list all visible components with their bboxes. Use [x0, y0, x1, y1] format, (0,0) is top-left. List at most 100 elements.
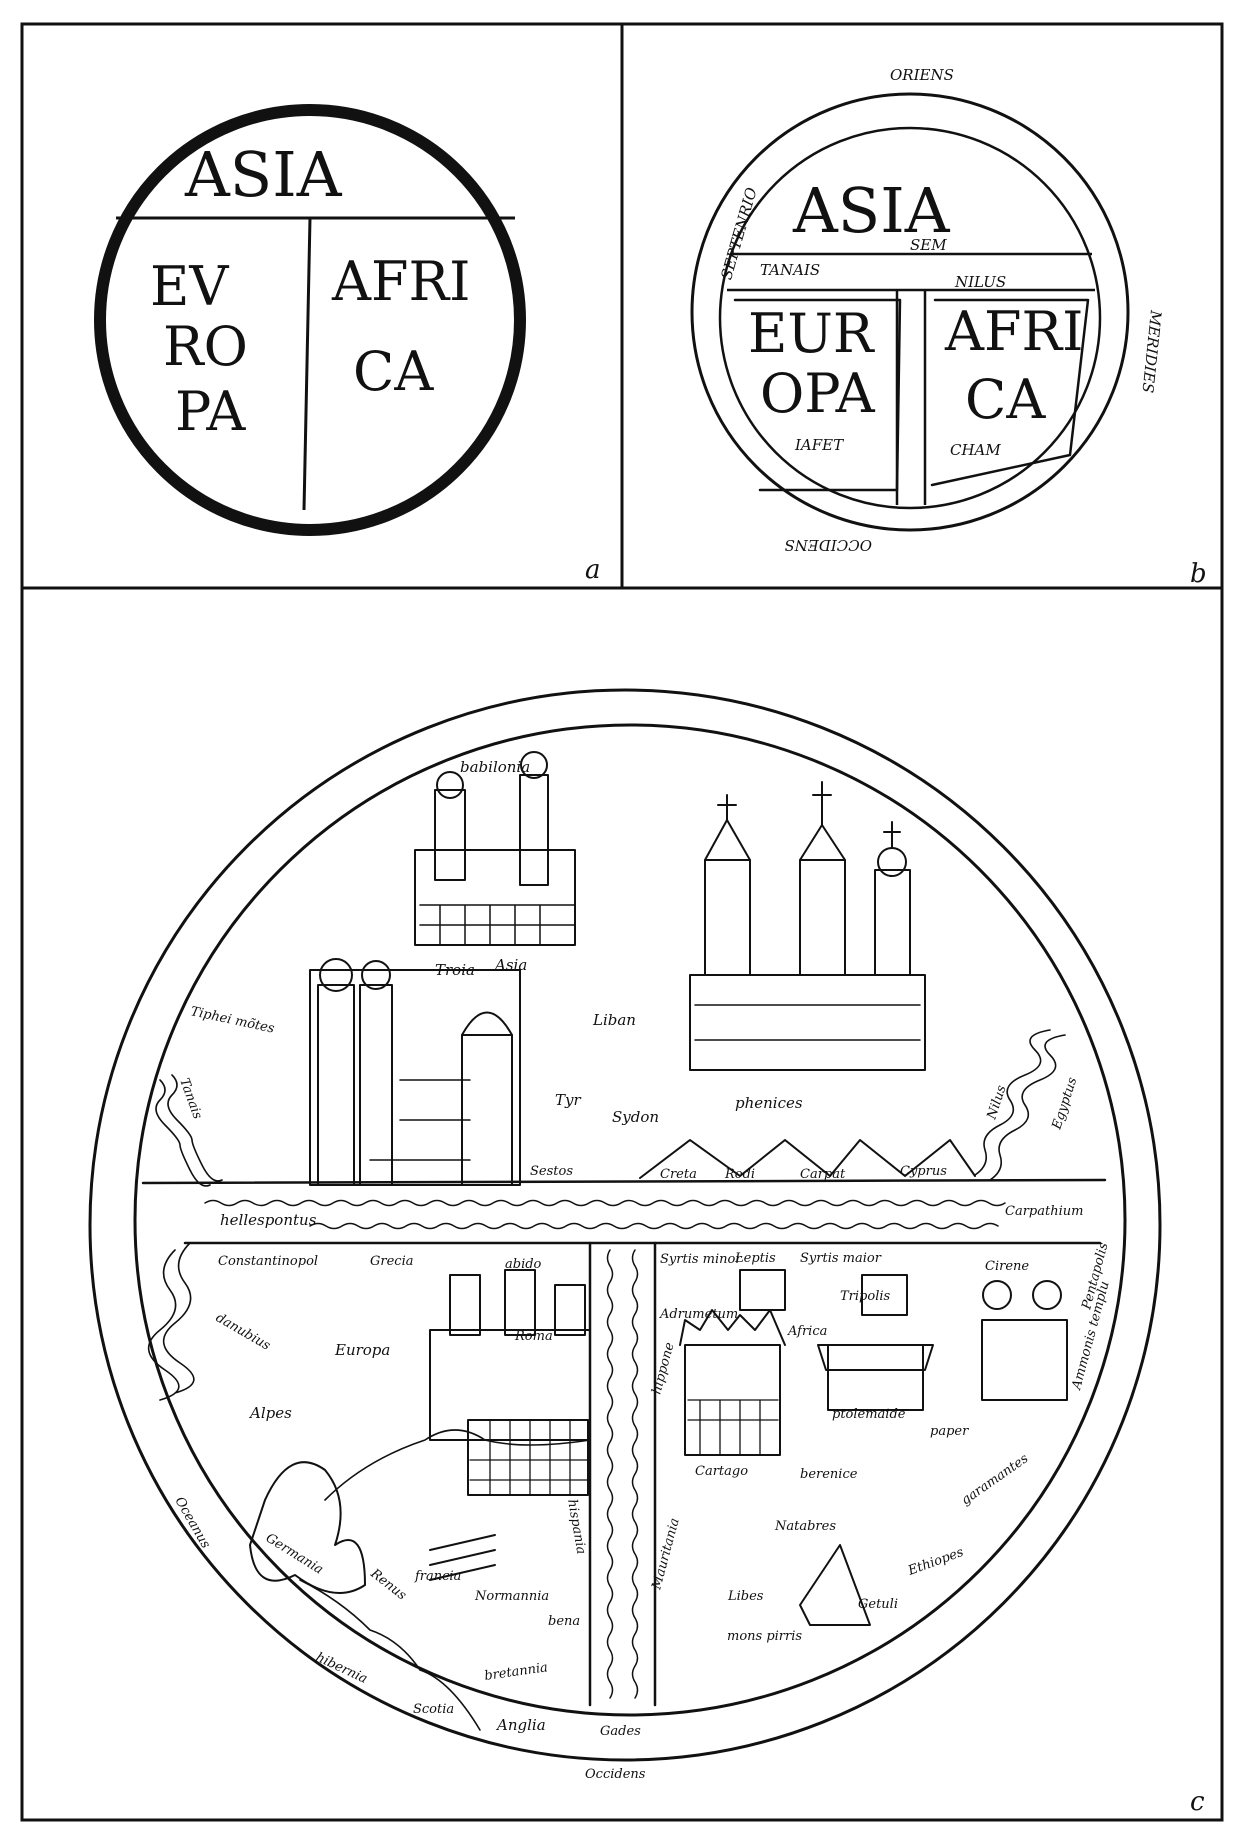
label-sydon: Sydon — [612, 1108, 659, 1126]
pirenei-mountains — [429, 1534, 496, 1581]
label-ptolemais: ptolemaide — [832, 1407, 906, 1422]
label-troia: Troia — [435, 961, 475, 979]
label-getuli: Getuli — [858, 1597, 898, 1612]
panel-b-tag: b — [1190, 559, 1207, 589]
panel-a-asia-label: ASIA — [184, 138, 343, 211]
label-bena: bena — [548, 1614, 580, 1629]
label-hibernia: hibernia — [313, 1650, 369, 1687]
label-hellespontus: hellespontus — [220, 1211, 317, 1229]
north-africa-buildings-icon — [739, 1269, 1068, 1411]
panel-a-europa-line3: PA — [175, 380, 246, 443]
label-germania: Germania — [263, 1531, 326, 1578]
mediterranean-band-top — [141, 1178, 1107, 1185]
label-syrtis-maior: Syrtis maior — [800, 1251, 882, 1266]
label-anglia: Anglia — [495, 1716, 546, 1734]
label-hippone: hippone — [649, 1341, 677, 1396]
label-leptis: Leptis — [734, 1251, 776, 1266]
label-rodi: Rodi — [724, 1167, 755, 1182]
panel-a-europa-line1: EV — [150, 255, 229, 318]
label-britannia: bretannia — [483, 1660, 548, 1684]
label-natabres: Natabres — [774, 1519, 836, 1534]
western-coast — [147, 1242, 195, 1401]
label-danubius: danubius — [213, 1310, 273, 1353]
mediterranean-wave-1 — [204, 1199, 1006, 1207]
panel-b-europa-box — [733, 298, 902, 492]
label-cyprus: Cyprus — [900, 1164, 947, 1179]
label-sestos: Sestos — [530, 1164, 573, 1179]
label-libanus: Liban — [592, 1011, 636, 1029]
panel-b-iafet-label: IAFET — [794, 436, 844, 454]
tanais-river — [155, 1074, 223, 1187]
panel-b-outer-ring — [690, 92, 1130, 532]
panel-b-occidens-label: OCCIDENS — [784, 536, 872, 554]
label-normannia: Normannia — [474, 1589, 549, 1604]
libya-mountain — [799, 1544, 871, 1626]
panel-a-vertical-bar — [302, 217, 312, 511]
label-occidens: Occidens — [585, 1767, 646, 1782]
panel-a-africa-line2: CA — [353, 340, 434, 403]
panel-b-europa-line1: EUR — [748, 302, 875, 365]
label-adrumetum: Adrumetum — [659, 1307, 738, 1322]
europe-coastline — [299, 1429, 591, 1731]
panel-a-africa-line1: AFRI — [331, 250, 470, 313]
panel-a-circle — [94, 104, 526, 536]
label-berenice: berenice — [800, 1467, 858, 1482]
label-egyptus: Egyptus — [1049, 1075, 1080, 1132]
panel-b-tanais-label: TANAIS — [760, 261, 820, 279]
nile-wave-1 — [606, 1249, 614, 1699]
label-oceanus: Oceanus — [172, 1495, 214, 1552]
panel-b-inner-ring — [718, 126, 1102, 510]
label-asia: Asia — [493, 956, 527, 974]
label-africa: Africa — [787, 1324, 827, 1339]
label-carpat: Carpat — [800, 1167, 846, 1182]
label-carpathium: Carpathium — [1005, 1204, 1083, 1219]
label-alpes: Alpes — [248, 1404, 292, 1422]
panel-b-tomap: ORIENS OCCIDENS SEPTENRIO MERIDIES ASIA … — [690, 66, 1207, 589]
label-phenices: phenices — [735, 1094, 803, 1112]
panel-a-tag: a — [585, 555, 601, 585]
label-babilonia: babilonia — [460, 758, 530, 776]
panel-a-europa-line2: RO — [163, 315, 248, 378]
panel-c-outer-ring — [88, 688, 1162, 1762]
label-tanais: Tanais — [176, 1076, 205, 1121]
label-grecia: Grecia — [370, 1254, 413, 1269]
panel-c-tag: c — [1190, 1787, 1205, 1817]
alpes-mountains — [249, 1461, 366, 1594]
mediterranean-wave-2 — [309, 1222, 999, 1230]
label-roma: Roma — [514, 1329, 553, 1344]
label-tyrus: Tyr — [555, 1091, 581, 1109]
label-francia: francia — [414, 1569, 461, 1584]
label-gades: Gades — [600, 1724, 641, 1739]
panel-b-nilus-label: NILUS — [954, 273, 1006, 291]
label-nilus: Nilus — [984, 1083, 1009, 1122]
nilus-diagonal-river — [974, 1029, 1066, 1181]
panel-b-meridies-label: MERIDIES — [1138, 309, 1165, 394]
troia-city-icon — [309, 958, 521, 1186]
panel-b-sem-label: SEM — [910, 236, 947, 254]
label-ethiopes: Ethiopes — [905, 1545, 966, 1579]
label-hispania: hispania — [564, 1498, 588, 1555]
label-paper: paper — [930, 1424, 969, 1439]
label-tripolis: Tripolis — [840, 1289, 891, 1304]
label-tiphei-montes: Tiphei mõtes — [189, 1004, 276, 1036]
label-europa: Europa — [334, 1341, 390, 1359]
panel-b-oriens-label: ORIENS — [890, 66, 954, 84]
label-cirene: Cirene — [985, 1259, 1029, 1274]
nile-wave-2 — [631, 1249, 639, 1699]
label-creta: Creta — [660, 1167, 697, 1182]
panel-c-map: babilonia Asia Troia Liban Tyr Sydon phe… — [88, 688, 1205, 1817]
panel-b-africa-line2: CA — [965, 368, 1046, 431]
label-syrtis-minor: Syrtis minor — [660, 1252, 742, 1267]
panel-b-cham-label: CHAM — [950, 441, 1001, 459]
label-constantinopolis: Constantinopol — [218, 1254, 318, 1269]
cartago-city-icon — [679, 1309, 786, 1456]
label-libes: Libes — [727, 1589, 764, 1604]
label-renus: Renus — [367, 1566, 410, 1604]
label-scotia: Scotia — [413, 1702, 454, 1717]
roma-city-icon — [429, 1269, 591, 1496]
label-abido: abido — [505, 1257, 542, 1272]
label-cartago: Cartago — [695, 1464, 748, 1479]
babylon-city-icon — [414, 751, 576, 946]
panel-a-tomap: ASIA EV RO PA AFRI CA a — [94, 104, 601, 585]
